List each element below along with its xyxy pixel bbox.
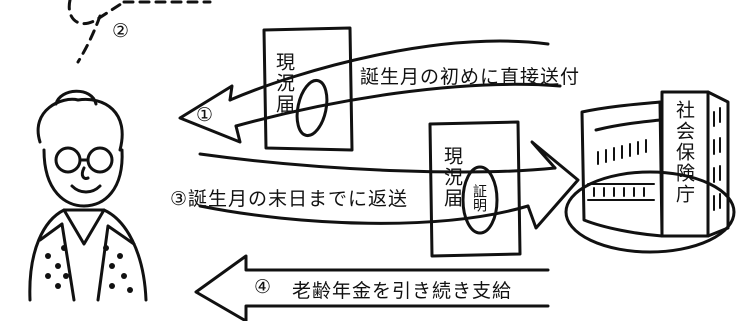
send-arrow-outer xyxy=(228,39,550,102)
office-building-side xyxy=(706,90,730,238)
person-glasses-right xyxy=(86,146,114,174)
person-hair xyxy=(36,97,124,152)
step4-marker: ④ xyxy=(254,276,273,298)
office-roofline xyxy=(594,118,662,132)
person-body xyxy=(28,208,148,302)
speech-balloon xyxy=(67,0,126,26)
step2-marker: ② xyxy=(112,20,131,42)
document-2-stamp-label: 証明 xyxy=(471,184,487,212)
pension-label: 老齢年金を引き続き支給 xyxy=(292,280,513,302)
document-2 xyxy=(428,120,522,258)
step1-marker: ① xyxy=(196,104,215,126)
person-nose xyxy=(80,166,90,180)
person-vest-pattern xyxy=(45,245,133,293)
person-collar xyxy=(62,208,106,246)
office-windows xyxy=(587,107,721,211)
send-label: 誕生月の初めに直接送付 xyxy=(360,66,581,88)
office-name: 社会保険庁 xyxy=(673,100,695,205)
document-1 xyxy=(262,26,354,152)
document-2-stamp-circle xyxy=(461,165,499,235)
pension-arrow xyxy=(194,254,550,323)
document-1-label: 現況届 xyxy=(273,52,295,115)
document-2-label: 現況届 xyxy=(441,146,463,209)
speech-balloon-tail xyxy=(76,14,102,64)
elderly-person xyxy=(28,89,148,302)
return-arrow-head xyxy=(526,140,580,230)
send-arrow-head xyxy=(178,84,242,144)
document-1-stamp-circle xyxy=(295,78,329,138)
person-vest-right xyxy=(96,224,136,302)
return-label: ③誕生月の末日までに返送 xyxy=(170,188,409,210)
return-arrow-outer xyxy=(198,152,557,174)
person-glasses-left xyxy=(54,146,82,174)
person-vest-left xyxy=(38,222,76,302)
office-ground xyxy=(564,170,736,254)
send-arrow-inner xyxy=(234,82,562,128)
person-mouth xyxy=(70,184,102,194)
return-arrow-inner xyxy=(198,204,530,225)
person-face xyxy=(42,148,124,208)
